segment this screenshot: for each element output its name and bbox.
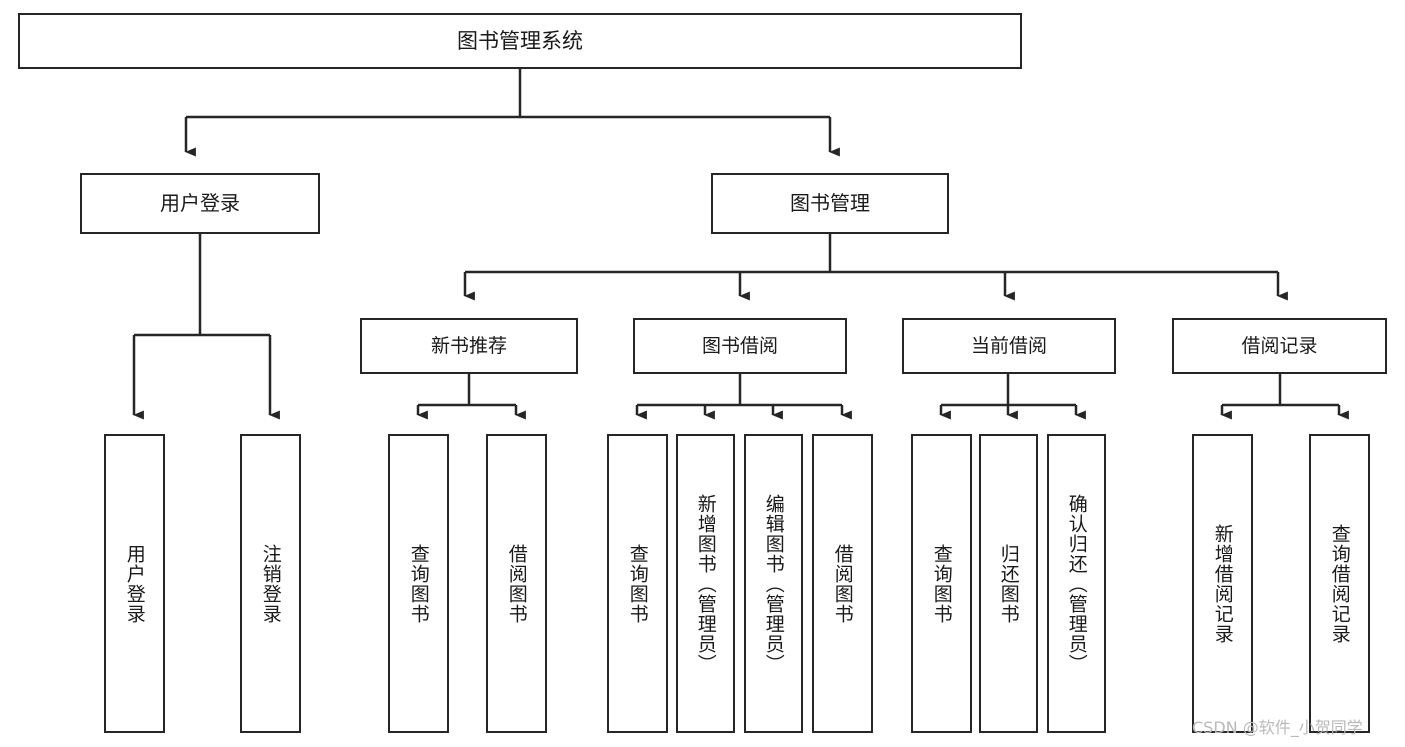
leaf-query-book-borrow-label: 查询图书 (626, 543, 649, 624)
leaf-logout-label: 注销登录 (259, 543, 282, 624)
leaf-add-borrow-record[interactable]: 新增借阅记录 (1192, 434, 1253, 733)
leaf-query-book-current-label: 查询图书 (930, 543, 953, 624)
node-user-login[interactable]: 用户登录 (80, 173, 320, 234)
node-root-label: 图书管理系统 (457, 28, 583, 53)
node-book-management-label: 图书管理 (790, 190, 870, 215)
leaf-edit-book-admin[interactable]: 编辑图书（管理员） (744, 434, 803, 733)
leaf-logout[interactable]: 注销登录 (240, 434, 301, 733)
leaf-query-book-recommend-label: 查询图书 (407, 543, 430, 624)
leaf-return-book-label: 归还图书 (997, 543, 1020, 624)
leaf-add-borrow-record-label: 新增借阅记录 (1211, 523, 1234, 644)
leaf-confirm-return-admin-label: 确认归还（管理员） (1065, 493, 1088, 674)
node-current-borrow[interactable]: 当前借阅 (902, 318, 1116, 374)
leaf-borrow-book-recommend[interactable]: 借阅图书 (486, 434, 547, 733)
leaf-query-borrow-record-label: 查询借阅记录 (1328, 523, 1351, 644)
node-book-borrow-label: 图书借阅 (701, 334, 778, 357)
leaf-lend-book-label: 借阅图书 (831, 543, 854, 624)
leaf-edit-book-admin-label: 编辑图书（管理员） (762, 493, 785, 674)
node-borrow-record-label: 借阅记录 (1241, 334, 1318, 357)
leaf-user-login[interactable]: 用户登录 (104, 434, 165, 733)
node-root-book-management-system[interactable]: 图书管理系统 (18, 13, 1022, 69)
leaf-return-book[interactable]: 归还图书 (979, 434, 1038, 733)
node-book-management[interactable]: 图书管理 (711, 173, 949, 234)
leaf-confirm-return-admin[interactable]: 确认归还（管理员） (1047, 434, 1106, 733)
leaf-user-login-label: 用户登录 (123, 543, 146, 624)
leaf-query-book-current[interactable]: 查询图书 (911, 434, 972, 733)
node-user-login-label: 用户登录 (160, 190, 240, 215)
csdn-watermark: CSDN @软件_小贺同学 (1192, 718, 1363, 737)
node-current-borrow-label: 当前借阅 (970, 334, 1047, 357)
node-new-book-recommend-label: 新书推荐 (430, 334, 507, 357)
leaf-query-borrow-record[interactable]: 查询借阅记录 (1309, 434, 1370, 733)
leaf-query-book-borrow[interactable]: 查询图书 (607, 434, 668, 733)
node-new-book-recommend[interactable]: 新书推荐 (360, 318, 578, 374)
leaf-add-book-admin-label: 新增图书（管理员） (694, 493, 717, 674)
leaf-query-book-recommend[interactable]: 查询图书 (388, 434, 449, 733)
node-book-borrow[interactable]: 图书借阅 (633, 318, 847, 374)
leaf-add-book-admin[interactable]: 新增图书（管理员） (676, 434, 735, 733)
leaf-borrow-book-recommend-label: 借阅图书 (505, 543, 528, 624)
node-borrow-record[interactable]: 借阅记录 (1172, 318, 1387, 374)
leaf-lend-book[interactable]: 借阅图书 (812, 434, 873, 733)
